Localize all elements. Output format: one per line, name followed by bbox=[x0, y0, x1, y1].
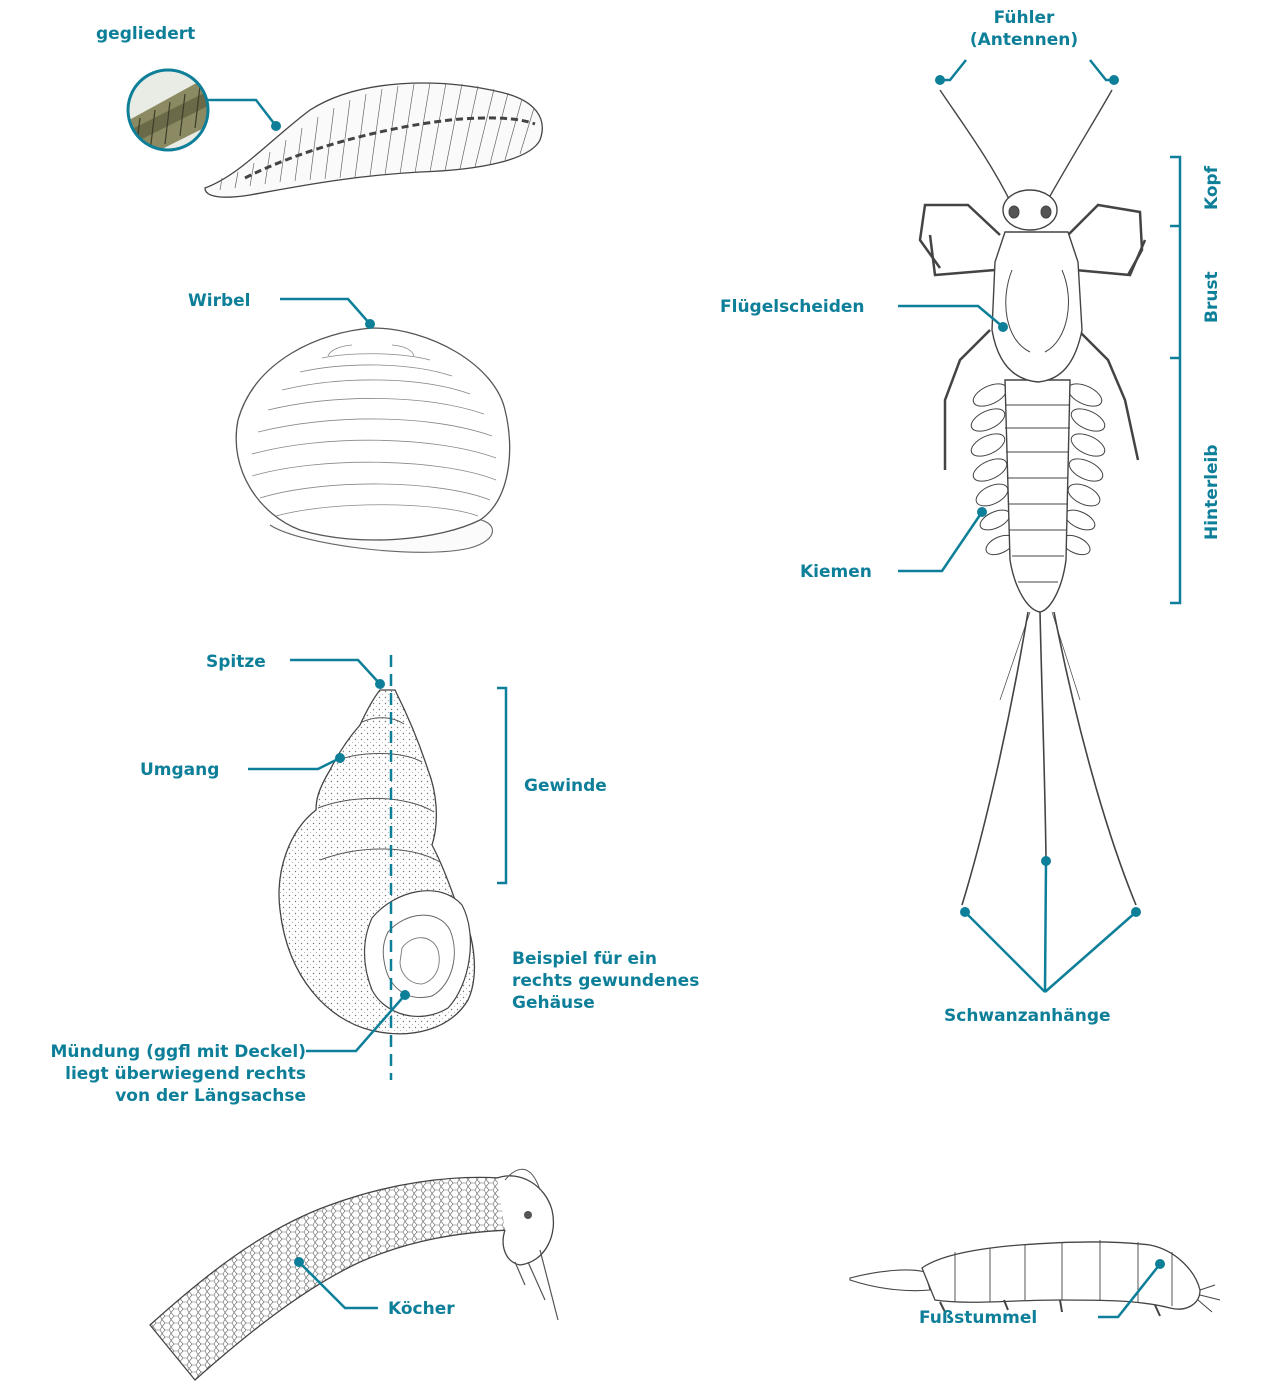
mayfly-thorax-label: Brust bbox=[1201, 271, 1223, 323]
mayfly-tails-label: Schwanzanhänge bbox=[944, 1005, 1111, 1027]
mayfly-antenna-leaders bbox=[935, 60, 1119, 85]
larva-illustration bbox=[850, 1240, 1220, 1316]
snail-aperture-line-3: von der Längsachse bbox=[51, 1085, 307, 1107]
leech-segmented-label: gegliedert bbox=[96, 23, 195, 45]
snail-apex-leader bbox=[290, 660, 385, 689]
snail-example-line-3: Gehäuse bbox=[512, 992, 699, 1014]
mayfly-wingpad-label: Flügelscheiden bbox=[720, 296, 865, 318]
mayfly-abdomen-label: Hinterleib bbox=[1201, 444, 1223, 540]
snail-aperture-caption: Mündung (ggfl mit Deckel) liegt überwieg… bbox=[51, 1041, 307, 1107]
snail-example-line-2: rechts gewundenes bbox=[512, 970, 699, 992]
snail-aperture-line-2: liegt überwiegend rechts bbox=[51, 1063, 307, 1085]
mussel-leader bbox=[280, 299, 375, 329]
mussel-illustration bbox=[236, 328, 510, 552]
snail-apex-label: Spitze bbox=[206, 651, 266, 673]
snail-whorl-leader bbox=[248, 753, 345, 769]
leech-leader bbox=[208, 100, 281, 131]
mayfly-illustration bbox=[920, 90, 1145, 905]
mayfly-antenna-line-1: Fühler bbox=[964, 7, 1084, 29]
snail-spire-bracket bbox=[497, 688, 506, 883]
larva-prolegs-label: Fußstummel bbox=[919, 1307, 1037, 1329]
mayfly-antenna-label: Fühler (Antennen) bbox=[964, 7, 1084, 51]
snail-aperture-line-1: Mündung (ggfl mit Deckel) bbox=[51, 1041, 307, 1063]
mayfly-antenna-line-2: (Antennen) bbox=[964, 29, 1084, 51]
caddis-case-illustration bbox=[150, 1169, 558, 1380]
mayfly-gills-leader bbox=[898, 507, 987, 571]
caddis-case-label: Köcher bbox=[388, 1298, 455, 1320]
snail-shell-illustration bbox=[279, 690, 474, 1034]
mayfly-tails-leaders bbox=[960, 856, 1141, 992]
mayfly-gills-label: Kiemen bbox=[800, 561, 872, 583]
snail-whorl-label: Umgang bbox=[140, 759, 219, 781]
mussel-umbo-label: Wirbel bbox=[188, 290, 251, 312]
mayfly-head-label: Kopf bbox=[1201, 166, 1223, 210]
mayfly-body-brackets bbox=[1170, 157, 1180, 603]
snail-example-caption: Beispiel für ein rechts gewundenes Gehäu… bbox=[512, 948, 699, 1014]
snail-example-line-1: Beispiel für ein bbox=[512, 948, 699, 970]
snail-spire-label: Gewinde bbox=[524, 775, 607, 797]
segment-zoom-inset bbox=[120, 60, 220, 170]
